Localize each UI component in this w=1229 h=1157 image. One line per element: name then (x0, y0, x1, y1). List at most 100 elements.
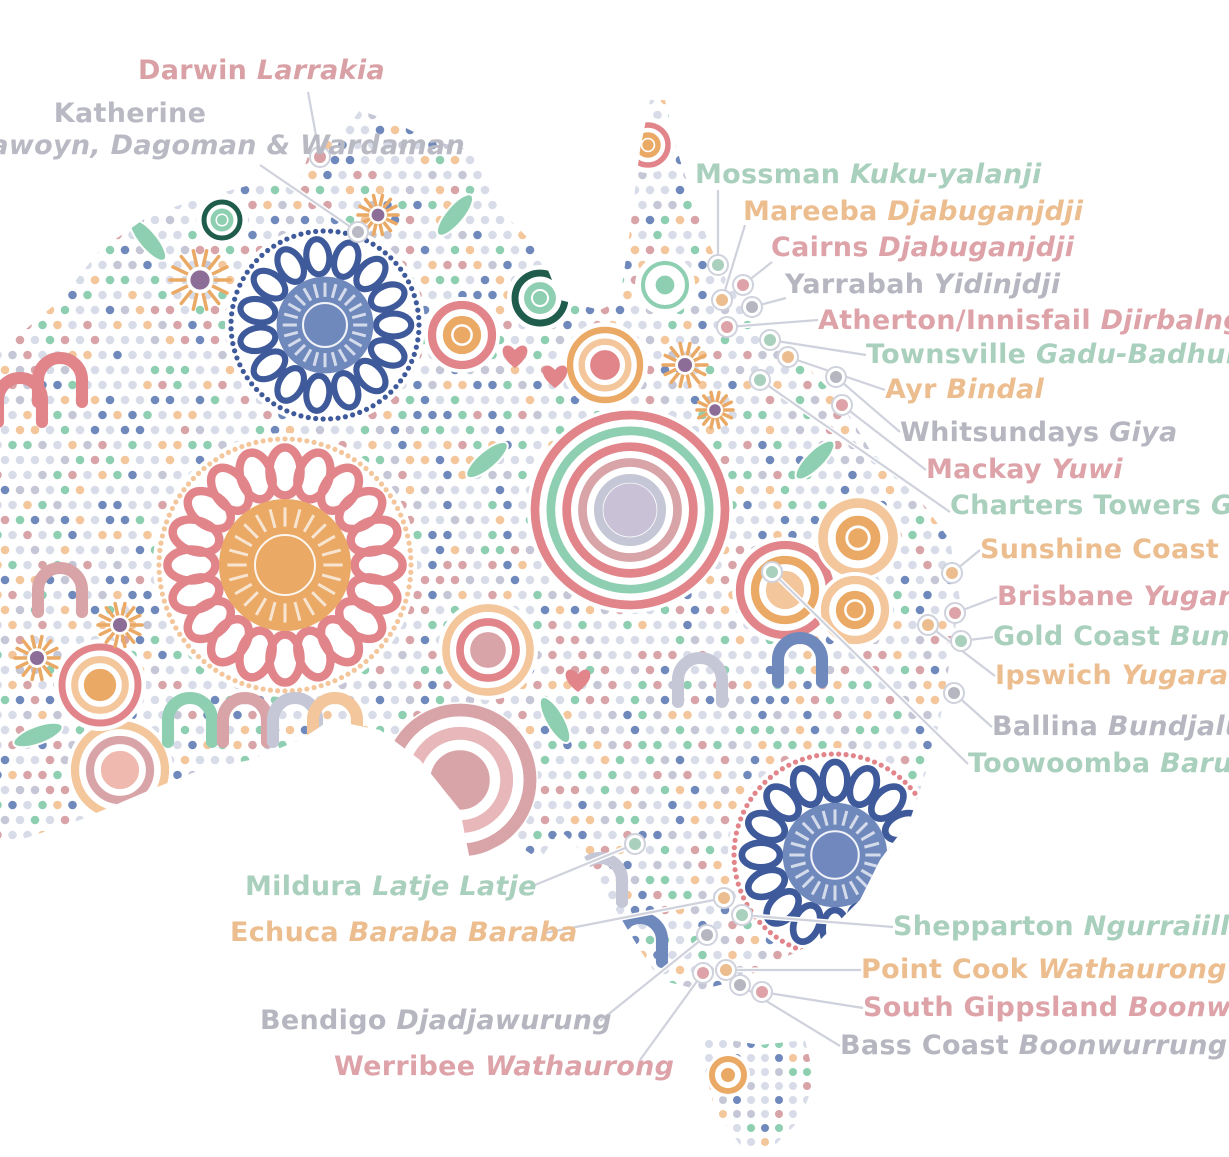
sun-ring-dot (201, 465, 207, 472)
background-dot (465, 695, 475, 705)
background-dot (113, 920, 122, 930)
background-dot (510, 545, 520, 555)
background-dot (233, 710, 242, 720)
background-dot (195, 875, 205, 885)
background-dot (195, 665, 205, 675)
background-dot (458, 980, 467, 990)
location-pin-dot-sunshine (946, 567, 958, 579)
background-dot (188, 170, 197, 180)
background-dot (443, 800, 452, 810)
background-dot (953, 890, 960, 900)
background-dot (638, 890, 647, 900)
background-dot (105, 455, 115, 465)
background-dot (113, 530, 122, 540)
sun-ring-dot (267, 687, 273, 693)
nation-name: Boonwurrung (1128, 992, 1229, 1023)
tasmania-dot (747, 1040, 755, 1048)
background-dot (600, 785, 610, 795)
background-dot (210, 695, 220, 705)
background-dot (53, 260, 62, 270)
background-dot (428, 950, 437, 960)
background-dot (45, 905, 55, 915)
sun-ring-dot (350, 412, 356, 418)
background-dot (270, 965, 280, 975)
background-dot (135, 845, 145, 855)
background-dot (90, 605, 100, 615)
background-dot (608, 800, 617, 810)
background-dot (90, 185, 100, 195)
background-dot (938, 620, 947, 630)
sun-ring-dot (402, 372, 408, 378)
background-dot (338, 950, 347, 960)
background-dot (360, 425, 370, 435)
background-dot (98, 950, 107, 960)
background-dot (30, 815, 40, 825)
background-dot (728, 650, 737, 660)
background-dot (510, 695, 520, 705)
background-dot (0, 815, 10, 825)
background-dot (143, 800, 152, 810)
location-pin-dot-echuca (718, 892, 730, 904)
background-dot (713, 350, 722, 360)
background-dot (563, 290, 572, 300)
background-dot (105, 935, 115, 945)
tasmania-dot (761, 1026, 769, 1034)
background-dot (795, 725, 805, 735)
background-dot (668, 620, 677, 630)
background-dot (128, 830, 137, 840)
background-dot (255, 425, 265, 435)
background-dot (143, 830, 152, 840)
background-dot (68, 170, 77, 180)
tasmania-dot (733, 1026, 741, 1034)
background-dot (113, 410, 122, 420)
sun-ring-dot (885, 938, 891, 944)
place-name: Katherine (53, 98, 207, 129)
background-dot (435, 425, 445, 435)
background-dot (375, 905, 385, 915)
background-dot (698, 380, 707, 390)
background-dot (435, 515, 445, 525)
sun-ring-dot (230, 303, 236, 310)
tasmania-dot (691, 1096, 699, 1104)
background-dot (248, 860, 257, 870)
background-dot (53, 590, 62, 600)
background-dot (98, 590, 107, 600)
background-dot (645, 815, 655, 825)
background-dot (833, 440, 842, 450)
background-dot (105, 485, 115, 495)
background-dot (68, 950, 77, 960)
background-dot (330, 725, 340, 735)
sun-ring-dot (265, 247, 271, 254)
background-dot (0, 740, 2, 750)
background-dot (961, 666, 970, 675)
background-dot (68, 980, 77, 990)
background-dot (698, 860, 707, 870)
background-dot (293, 710, 302, 720)
background-dot (615, 155, 625, 165)
background-dot (120, 395, 130, 405)
sun-ring-dot (275, 436, 281, 442)
background-dot (630, 155, 640, 165)
background-dot (458, 170, 467, 180)
background-dot (180, 365, 190, 375)
background-dot (930, 605, 940, 615)
background-dot (15, 965, 25, 975)
background-dot (23, 710, 32, 720)
background-dot (863, 650, 872, 660)
background-dot (758, 140, 767, 150)
background-dot (630, 725, 640, 735)
background-dot (23, 290, 32, 300)
background-dot (578, 230, 587, 240)
background-dot (788, 980, 797, 990)
background-dot (68, 500, 77, 510)
sun-ring-dot (391, 499, 397, 505)
background-dot (720, 935, 730, 945)
sun-ring-dot (731, 859, 737, 865)
background-dot (30, 185, 40, 195)
tasmania-dot (789, 1026, 797, 1034)
background-dot (593, 110, 602, 120)
sun-ring-dot (342, 414, 348, 420)
background-dot (150, 665, 160, 675)
tasmania-dot (789, 1138, 797, 1146)
background-dot (863, 440, 872, 450)
